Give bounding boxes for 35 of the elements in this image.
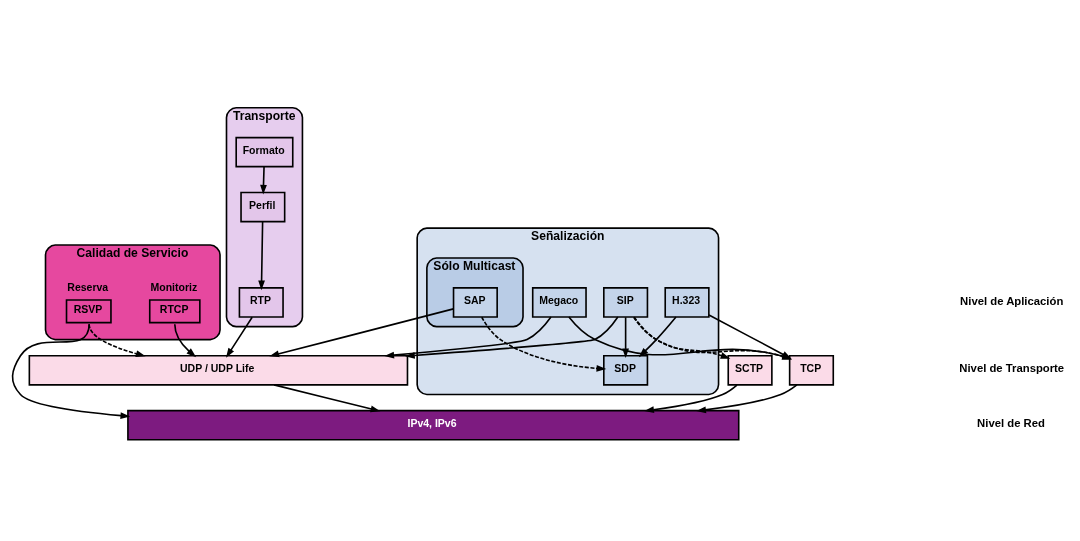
- arrow: [384, 316, 552, 359]
- node-box: Perfil: [240, 191, 286, 223]
- arrow: [405, 316, 619, 359]
- arrow: [638, 316, 677, 358]
- node-box: Megaco: [531, 287, 587, 318]
- node-box: H.323: [664, 287, 710, 318]
- arrow: [269, 308, 455, 358]
- label: Nivel de Aplicación: [960, 294, 1064, 307]
- arrow: [644, 384, 738, 414]
- label: Nivel de Transporte: [959, 362, 1065, 375]
- arrow: [632, 316, 792, 360]
- arrow: [260, 166, 267, 195]
- node-box: UDP / UDP Life: [28, 354, 409, 386]
- node-box: Formato: [235, 136, 294, 168]
- node-box: SAP: [452, 287, 498, 318]
- node-box: SIP: [603, 287, 649, 318]
- node-box: TCP: [788, 354, 835, 386]
- node-box: IPv4, IPv6: [127, 409, 740, 441]
- arrow: [568, 316, 792, 360]
- arrow: [633, 316, 731, 359]
- arrow: [696, 384, 798, 414]
- node-box: SCTP: [727, 354, 773, 386]
- arrow: [273, 384, 381, 413]
- arrow: [708, 314, 792, 359]
- node-box: RTP: [238, 287, 284, 318]
- arrow: [11, 323, 131, 419]
- arrow: [481, 316, 607, 372]
- arrow: [258, 220, 265, 291]
- arrow: [226, 316, 253, 358]
- node-label: Monitoriz: [150, 280, 198, 293]
- node-box: SDP: [603, 354, 649, 386]
- node-label: Reserva: [67, 280, 109, 293]
- arrow: [173, 323, 197, 358]
- arrow: [622, 316, 630, 359]
- label: Nivel de Red: [977, 417, 1045, 430]
